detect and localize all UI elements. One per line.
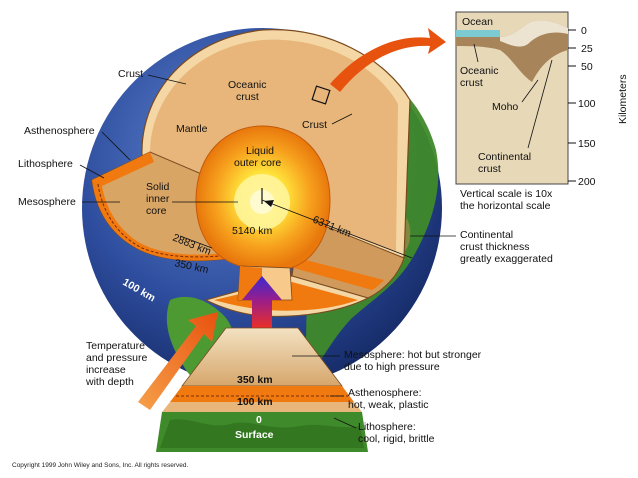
temperature-note-2: and pressure (86, 352, 147, 364)
heat-arrow-up (242, 276, 282, 330)
radius-arrowhead (264, 200, 274, 207)
copyright-text: Copyright 1999 John Wiley and Sons, Inc.… (12, 462, 189, 469)
oceanic-crust-label-1: Oceanic (228, 79, 267, 91)
lithosphere-label: Lithosphere (18, 158, 73, 170)
inset-continental-label-1: Continental (478, 151, 531, 163)
outer-core-label-1: Liquid (246, 145, 274, 157)
crust-label-right: Crust (302, 119, 327, 131)
leader-lithosphere (333, 417, 357, 429)
column-surface-mottle (160, 419, 364, 448)
outer-core-label-2: outer core (234, 157, 281, 169)
inset-tick-label-0: 0 (581, 25, 587, 37)
temperature-note-1: Temperature (86, 340, 145, 352)
layer-column: 350 km 100 km 0 Surface (156, 327, 368, 452)
inset-axis-label: Kilometers (617, 74, 629, 124)
crust-inset: 0 25 50 100 150 200 Kilometers Ocean Oce… (455, 11, 629, 212)
column-depth-350: 350 km (237, 374, 273, 386)
mesosphere-note-2: due to high pressure (344, 361, 440, 373)
lithosphere-note-2: cool, rigid, brittle (358, 433, 435, 445)
column-surface-label: Surface (235, 429, 274, 441)
crust-label-left: Crust (118, 68, 143, 80)
asthenosphere-band-right (294, 258, 384, 290)
lithosphere-line (97, 183, 249, 258)
mantle-label: Mantle (176, 123, 208, 135)
asthenosphere-label: Asthenosphere (24, 125, 95, 137)
inset-tick-label-100: 100 (578, 98, 596, 110)
inner-core-label-1: Solid (146, 181, 170, 193)
continental-note-1: Continental (460, 229, 513, 241)
temperature-note-4: with depth (85, 376, 134, 388)
inset-scale-note-1: Vertical scale is 10x (460, 188, 553, 200)
column-depth-100: 100 km (237, 396, 273, 408)
inset-ocean-layer (456, 30, 500, 37)
inset-crust-top (500, 20, 568, 47)
inset-tick-label-50: 50 (581, 61, 593, 73)
inset-scale-note-2: the horizontal scale (460, 200, 551, 212)
radius-line (261, 199, 413, 259)
column-asthenosphere (170, 386, 354, 402)
asthenosphere-note-1: Asthenosphere: (348, 387, 422, 399)
temperature-note-3: increase (86, 364, 126, 376)
inset-crust (456, 20, 568, 82)
leader-crust-right (331, 113, 353, 125)
zoom-marker-box (311, 85, 331, 105)
inset-moho-line (521, 79, 539, 103)
column-lithosphere (162, 402, 362, 412)
inset-continental-label-2: crust (478, 163, 501, 175)
inset-moho-label: Moho (492, 101, 518, 113)
inset-ocean-label: Ocean (462, 16, 493, 28)
inset-oceanic-crust-label-1: Oceanic (460, 65, 499, 77)
inset-continental-line (527, 59, 553, 149)
oceanic-crust-label-2: crust (236, 91, 259, 103)
leader-lithosphere-left (79, 164, 105, 179)
leader-crust-left (147, 74, 187, 85)
depth-line-2883 (179, 235, 213, 249)
temperature-arrow (138, 312, 218, 410)
column-depth-0: 0 (256, 414, 262, 426)
inset-oceanic-crust-label-2: crust (460, 77, 483, 89)
asthenosphere-note-2: hot, weak, plastic (348, 399, 429, 411)
zoom-arrow (330, 28, 446, 92)
lithosphere-note-1: Lithosphere: (358, 421, 416, 433)
mesosphere-note-1: Mesosphere: hot but stronger (344, 349, 482, 361)
continental-note-2: crust thickness (460, 241, 529, 253)
inset-oceanic-line (473, 43, 479, 63)
continental-note-3: greatly exaggerated (460, 253, 553, 265)
inner-core-label-2: inner (146, 193, 170, 205)
inner-core-label-3: core (146, 205, 167, 217)
mesosphere-label: Mesosphere (18, 196, 76, 208)
inset-tick-label-200: 200 (578, 176, 596, 188)
inset-tick-label-150: 150 (578, 138, 596, 150)
depth-5140-label: 5140 km (232, 225, 273, 237)
leader-asthenosphere-left (101, 131, 131, 161)
inset-tick-label-25: 25 (581, 43, 593, 55)
